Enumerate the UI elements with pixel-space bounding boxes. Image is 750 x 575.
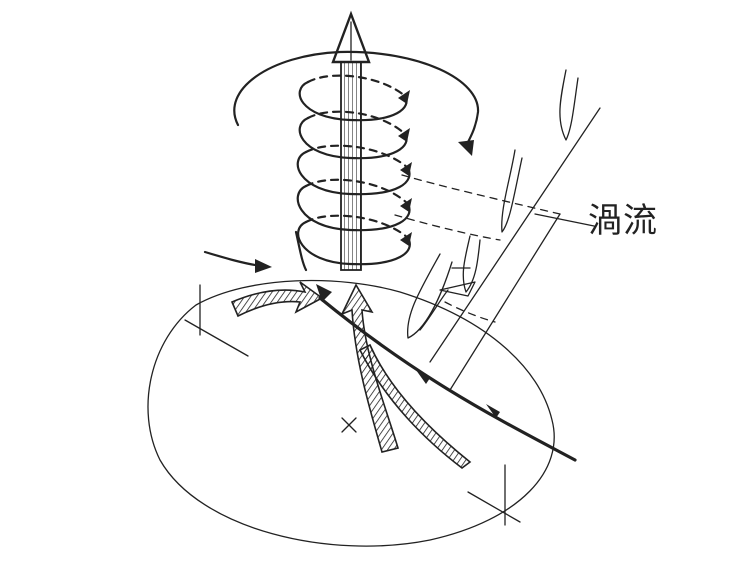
vortex-label: 渦流: [588, 201, 658, 241]
vortex-helix: [296, 74, 412, 266]
surface-inflow-arrow: [316, 284, 577, 462]
left-inflow-arrow: [203, 250, 272, 273]
center-mark: [341, 417, 357, 433]
dimension-marks: [184, 284, 521, 526]
small-vortex-tubes: [406, 69, 579, 339]
ground-disk: [147, 279, 555, 547]
flow-sheet: [394, 107, 601, 391]
top-rotation-arrow: [233, 50, 480, 156]
left-flow-curve: [294, 230, 308, 272]
